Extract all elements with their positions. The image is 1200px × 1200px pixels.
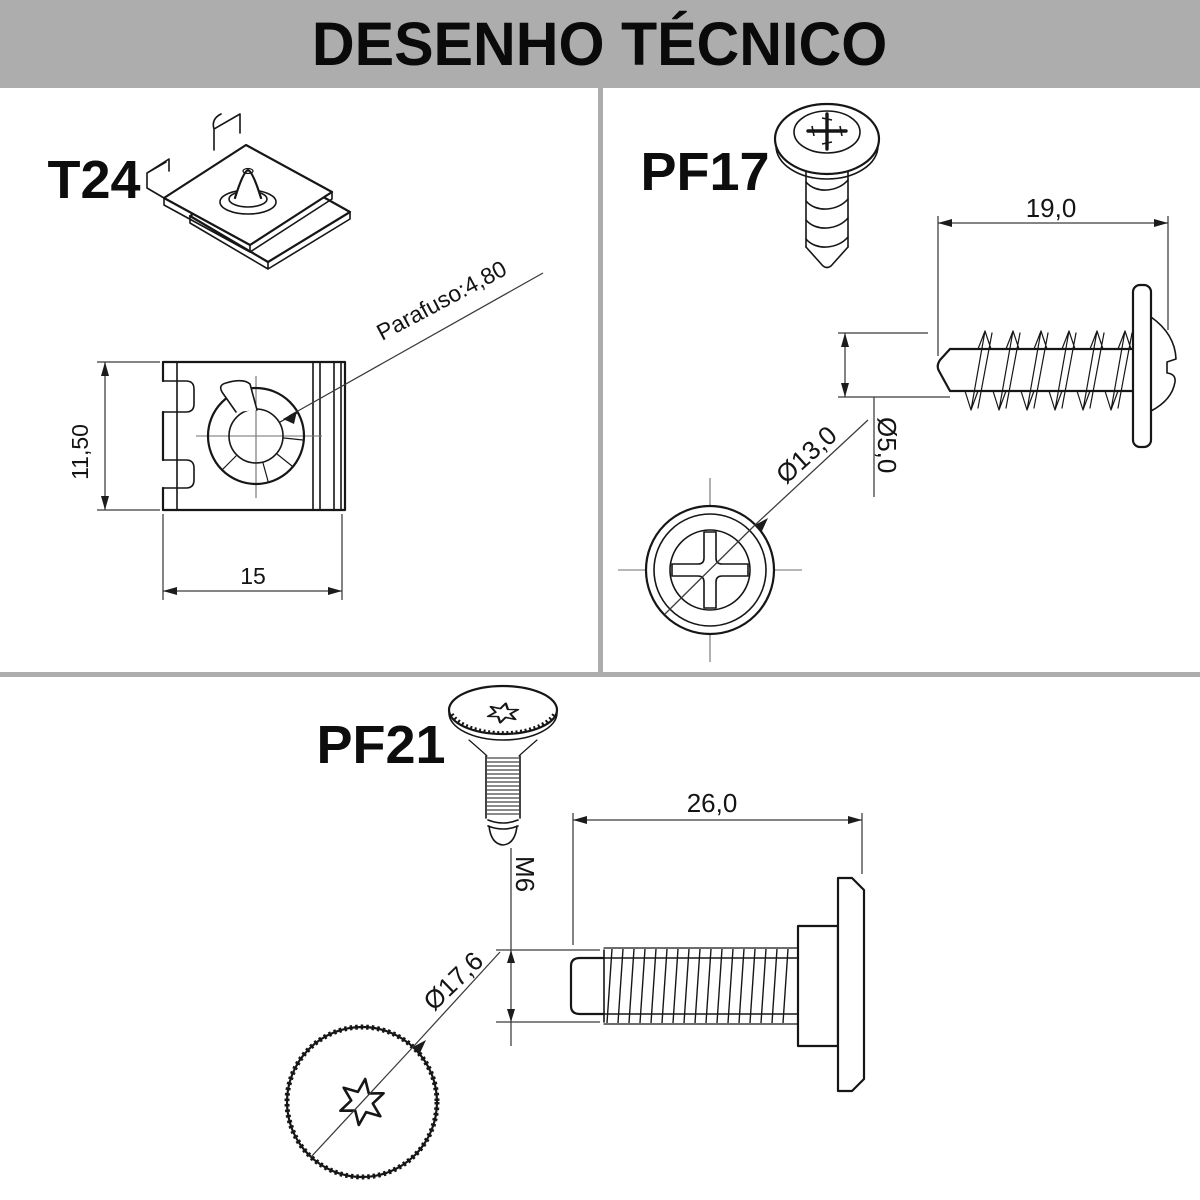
- pf21-section: PF21 M6 26,0: [284, 684, 866, 1180]
- vertical-divider: [598, 88, 603, 677]
- pf21-side-view: [569, 876, 866, 1093]
- t24-leader-text: Parafuso:4,80: [372, 255, 511, 345]
- pf21-iso-view: [447, 684, 559, 846]
- pf21-head-dim: Ø17,6: [310, 946, 501, 1158]
- pf21-thread-text: M6: [510, 856, 540, 892]
- t24-height-dim: 11,50: [67, 361, 160, 511]
- t24-label: T24: [47, 150, 140, 210]
- pf17-label: PF17: [640, 142, 769, 202]
- pf21-head-text: Ø17,6: [417, 946, 489, 1017]
- t24-section: T24: [47, 113, 544, 600]
- pf17-length-text: 19,0: [1026, 193, 1077, 223]
- pf21-length-text: 26,0: [687, 788, 738, 818]
- t24-leader-dim: Parafuso:4,80: [283, 255, 544, 424]
- torx-recess-bottom-icon: [339, 1077, 385, 1127]
- t24-width-text: 15: [240, 563, 266, 589]
- pf21-length-dim: 26,0: [572, 788, 863, 945]
- pf17-shaft-dim: Ø5,0: [838, 332, 950, 497]
- t24-height-text: 11,50: [67, 424, 93, 480]
- pf21-thread-dim: M6: [496, 848, 600, 1046]
- pf17-iso-view: [773, 102, 881, 269]
- t24-centerlines: [196, 376, 322, 498]
- pf21-bottom-view: [284, 1024, 440, 1180]
- pf17-shaft-text: Ø5,0: [872, 417, 902, 473]
- page-title: DESENHO TÉCNICO: [312, 10, 888, 78]
- phillips-cross-icon: [671, 531, 749, 609]
- t24-front-view: [161, 360, 347, 512]
- pf17-side-view: [936, 283, 1177, 449]
- torx-recess-icon: [486, 702, 520, 724]
- pf17-head-text: Ø13,0: [770, 420, 843, 490]
- pf17-length-dim: 19,0: [937, 193, 1169, 356]
- pf17-section: PF17 19,0: [618, 102, 1177, 662]
- t24-iso-view: [146, 113, 352, 270]
- phillips-recess-icon: [806, 112, 848, 151]
- title-banner: DESENHO TÉCNICO: [0, 0, 1200, 88]
- t24-width-dim: 15: [162, 514, 343, 600]
- pf21-label: PF21: [316, 715, 445, 775]
